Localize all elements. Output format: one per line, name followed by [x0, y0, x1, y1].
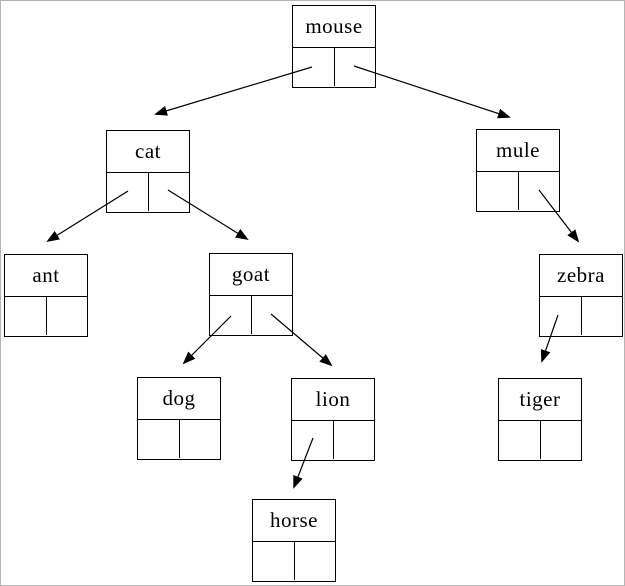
edge-mouse-cat — [154, 66, 313, 116]
pointer-cells — [499, 420, 582, 460]
tree-node-zebra: zebra — [539, 254, 623, 337]
node-label: mule — [477, 130, 559, 172]
node-label: mouse — [293, 6, 375, 48]
right-pointer-cell — [541, 421, 582, 460]
node-label: tiger — [499, 379, 581, 421]
right-pointer-cell — [295, 542, 336, 581]
left-pointer-cell — [5, 296, 47, 335]
left-pointer-cell — [477, 171, 519, 210]
tree-node-horse: horse — [252, 499, 336, 582]
right-pointer-cell — [334, 421, 375, 460]
node-label: horse — [253, 500, 335, 542]
tree-node-dog: dog — [137, 377, 221, 460]
node-label: dog — [138, 378, 220, 420]
edge-mouse-mule — [353, 65, 511, 119]
pointer-cells — [107, 172, 190, 212]
left-pointer-cell — [107, 172, 149, 211]
left-pointer-cell — [253, 541, 295, 580]
right-pointer-cell — [335, 48, 376, 87]
tree-node-mule: mule — [476, 129, 560, 212]
left-pointer-cell — [540, 296, 582, 335]
node-label: ant — [5, 255, 87, 297]
tree-node-lion: lion — [291, 378, 375, 461]
node-label: cat — [107, 131, 189, 173]
right-pointer-cell — [252, 296, 293, 335]
right-pointer-cell — [149, 173, 190, 212]
pointer-cells — [5, 296, 88, 336]
left-pointer-cell — [292, 420, 334, 459]
node-label: lion — [292, 379, 374, 421]
pointer-cells — [253, 541, 336, 581]
tree-node-tiger: tiger — [498, 378, 582, 461]
left-pointer-cell — [210, 295, 252, 334]
pointer-cells — [477, 171, 560, 211]
pointer-cells — [138, 419, 221, 459]
pointer-cells — [210, 295, 293, 335]
tree-node-cat: cat — [106, 130, 190, 213]
pointer-cells — [293, 47, 376, 87]
left-pointer-cell — [293, 47, 335, 86]
tree-node-mouse: mouse — [292, 5, 376, 88]
left-pointer-cell — [138, 419, 180, 458]
pointer-cells — [292, 420, 375, 460]
right-pointer-cell — [180, 420, 221, 459]
right-pointer-cell — [47, 297, 88, 336]
node-label: goat — [210, 254, 292, 296]
right-pointer-cell — [582, 297, 623, 336]
pointer-cells — [540, 296, 623, 336]
node-label: zebra — [540, 255, 622, 297]
right-pointer-cell — [519, 172, 560, 211]
left-pointer-cell — [499, 420, 541, 459]
tree-node-goat: goat — [209, 253, 293, 336]
tree-node-ant: ant — [4, 254, 88, 337]
